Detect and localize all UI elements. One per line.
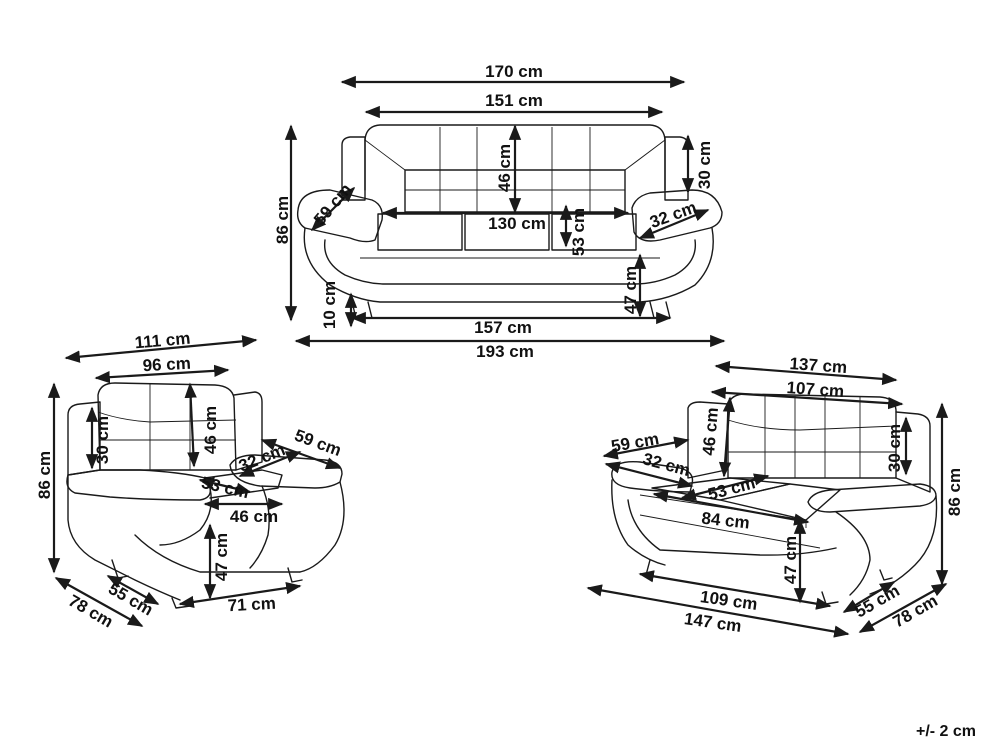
loveseat-height-label: 86 cm (945, 468, 964, 516)
armchair-seat-depth-line (198, 477, 252, 495)
loveseat-width-label: 137 cm (789, 354, 848, 377)
loveseat-back-width-line (710, 386, 904, 410)
sofa-base-width-label: 157 cm (474, 318, 532, 337)
armchair-arm-depth-line (238, 450, 302, 478)
armchair-width-line (64, 335, 258, 363)
armchair-back-height-line (184, 382, 200, 468)
armchair-seat-height-label: 47 cm (212, 533, 231, 581)
sofa-seat-width-label: 130 cm (488, 214, 546, 233)
loveseat-seat-width-label: 84 cm (701, 509, 751, 533)
loveseat-back-cushion-label: 30 cm (885, 424, 904, 472)
armchair-base-width-label: 71 cm (227, 594, 276, 615)
armchair-back-height-label: 46 cm (201, 406, 220, 454)
sofa-seat-depth-label: 53 cm (569, 208, 588, 256)
sofa-arm-width-label: 59 cm (310, 180, 356, 229)
loveseat-seat-height-label: 47 cm (781, 536, 800, 584)
armchair-base-width-line (178, 581, 302, 609)
loveseat-back-height-line (718, 396, 736, 478)
sofa-arm-width-line (310, 186, 356, 232)
armchair-depth-line (54, 577, 144, 627)
sofa-leg-height-label: 10 cm (320, 281, 339, 329)
loveseat-arm-width-line (602, 436, 690, 460)
loveseat-depth-line (858, 583, 948, 633)
sofa-back-cushion-label: 30 cm (695, 141, 714, 189)
sofa-arm-depth-label: 32 cm (647, 198, 699, 232)
sofa-span-label: 193 cm (476, 342, 534, 361)
loveseat-back-width-label: 107 cm (786, 378, 845, 401)
sofa-arm-depth-line (638, 208, 710, 240)
tolerance-note: +/- 2 cm (916, 723, 976, 740)
loveseat-seat-width-line (652, 490, 810, 526)
sofa-width-label: 170 cm (485, 62, 543, 81)
armchair-back-width-line (94, 364, 230, 384)
armchair-base-depth-line (106, 575, 160, 605)
loveseat-back-height-label: 46 cm (699, 407, 722, 457)
sofa-height-label: 86 cm (273, 196, 292, 244)
armchair-seat-width-label: 46 cm (230, 507, 278, 526)
sofa-back-height-label: 46 cm (495, 144, 514, 192)
armchair-back-width-label: 96 cm (142, 354, 191, 375)
loveseat-seat-depth-label: 53 cm (706, 473, 757, 504)
loveseat-width-line (714, 360, 898, 386)
sofa-seat-height-label: 47 cm (621, 266, 640, 314)
armchair-height-label: 86 cm (35, 451, 54, 499)
armchair-back-cushion-label: 30 cm (93, 416, 112, 464)
armchair-width-label: 111 cm (134, 329, 191, 353)
loveseat-span-line (586, 584, 850, 638)
loveseat-arm-depth-line (604, 461, 694, 489)
armchair-arm-width-label: 59 cm (292, 426, 344, 460)
sofa-back-width-label: 151 cm (485, 91, 543, 110)
